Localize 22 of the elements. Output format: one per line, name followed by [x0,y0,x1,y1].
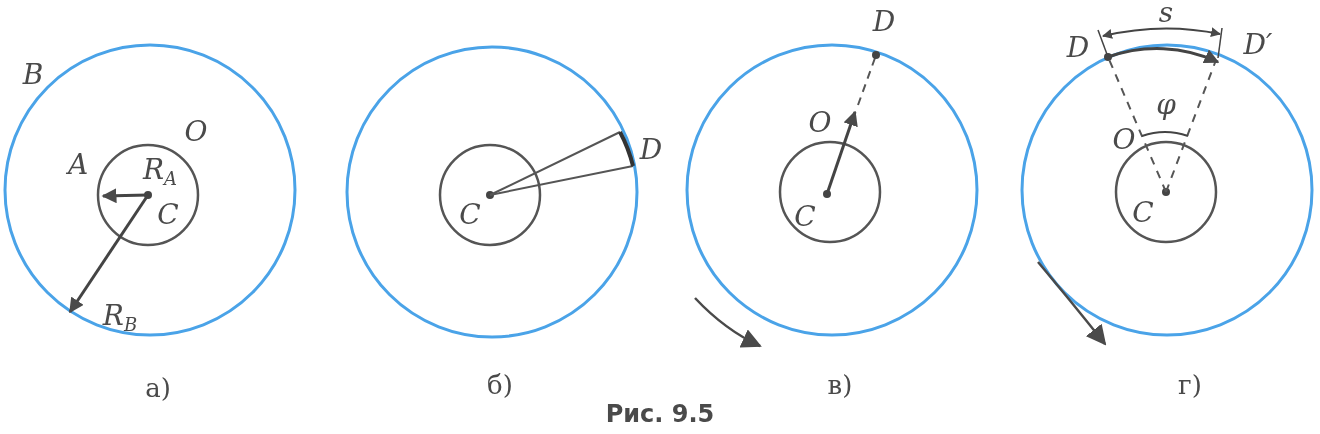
point-label: D [872,8,896,36]
point-label: D [639,136,663,164]
panel-label: б) [487,372,513,398]
point-label: C [459,201,481,229]
panel-label: а) [145,375,171,401]
point-label: C [1132,199,1154,227]
point-label: s [1158,0,1174,27]
point-label: O [808,109,832,137]
point-label: D [1066,34,1090,62]
point-label: D′ [1243,31,1273,59]
point-label: B [22,61,44,89]
panel-label: г) [1178,372,1202,398]
point-label: O [184,118,208,146]
point-label: A [67,151,89,179]
point-label: R$_{B}$ [102,301,138,335]
point-label: O [1112,126,1136,154]
figure-caption: Рис. 9.5 [605,400,715,428]
point-label: φ [1156,91,1176,119]
point-label: R$_{A}$ [142,155,178,189]
point-label: C [794,203,816,231]
point-label: C [157,201,179,229]
panel-label: в) [827,372,853,398]
